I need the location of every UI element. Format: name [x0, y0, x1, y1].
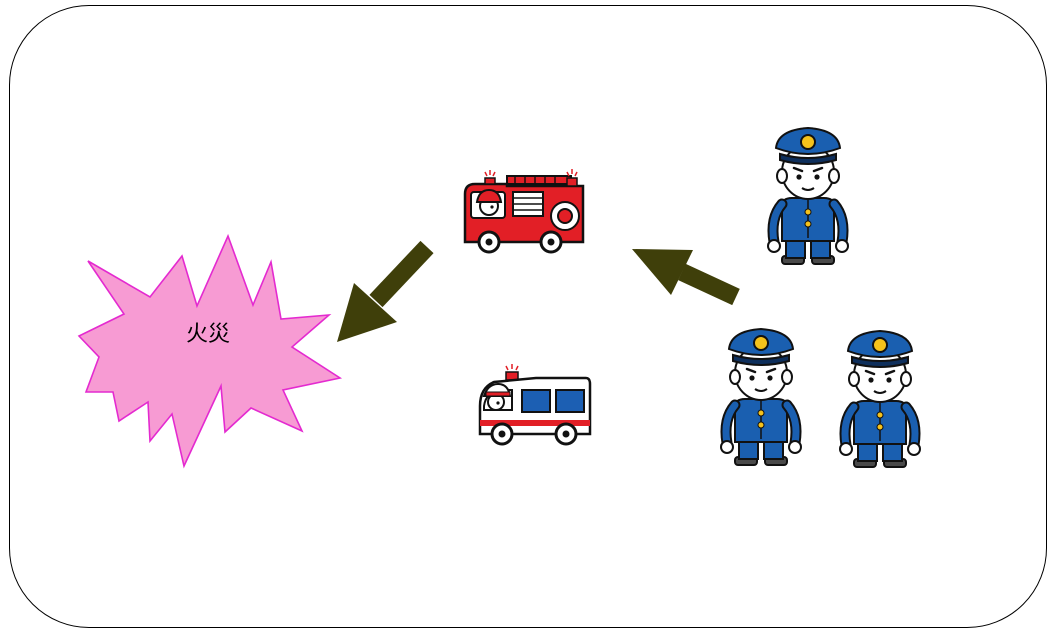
fire-truck-icon	[463, 169, 585, 254]
rounded-frame	[9, 5, 1047, 628]
ambulance-icon	[478, 364, 592, 446]
police-officer-icon	[840, 331, 920, 467]
fire-label: 火災	[186, 322, 230, 347]
arrow-truck-to-fire	[337, 240, 434, 342]
police-officer-icon	[721, 329, 801, 465]
arrow-police-to-truck	[632, 249, 740, 306]
police-officer-icon	[768, 128, 848, 264]
fire-burst-shape	[77, 233, 343, 469]
